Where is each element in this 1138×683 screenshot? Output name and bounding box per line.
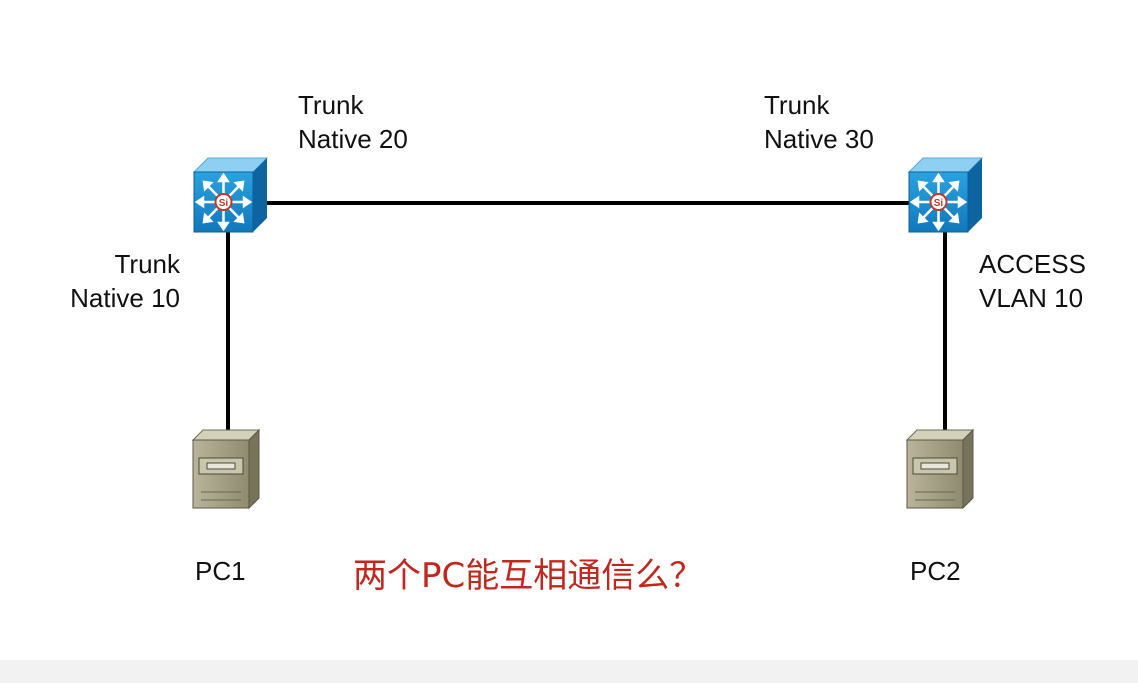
pc2-label: PC2 — [910, 556, 961, 586]
layer3-switch-right-icon: Si — [907, 157, 984, 233]
pc1-tower-icon — [191, 428, 261, 510]
pc2-tower-icon — [905, 428, 975, 510]
right-uplink-mode: Trunk — [764, 90, 830, 120]
right-switch-downlink-label: ACCESS VLAN 10 — [979, 247, 1086, 315]
pc1-label: PC1 — [195, 556, 246, 586]
right-downlink-vlan: VLAN 10 — [979, 283, 1084, 313]
right-downlink-mode: ACCESS — [979, 249, 1086, 279]
layer3-switch-left-icon: Si — [192, 157, 269, 233]
left-downlink-mode: Trunk — [114, 249, 181, 279]
svg-text:Si: Si — [934, 198, 944, 209]
left-uplink-mode: Trunk — [298, 90, 364, 120]
right-uplink-native: Native 30 — [764, 124, 874, 154]
right-switch-uplink-label: Trunk Native 30 — [764, 88, 874, 156]
svg-text:Si: Si — [219, 198, 229, 209]
left-uplink-native: Native 20 — [298, 124, 408, 154]
left-switch-uplink-label: Trunk Native 20 — [298, 88, 408, 156]
footer-band — [0, 660, 1138, 683]
question-text: 两个PC能互相通信么？ — [353, 556, 704, 596]
left-downlink-native: Native 10 — [70, 283, 180, 313]
left-switch-downlink-label: Trunk Native 10 — [40, 247, 180, 315]
